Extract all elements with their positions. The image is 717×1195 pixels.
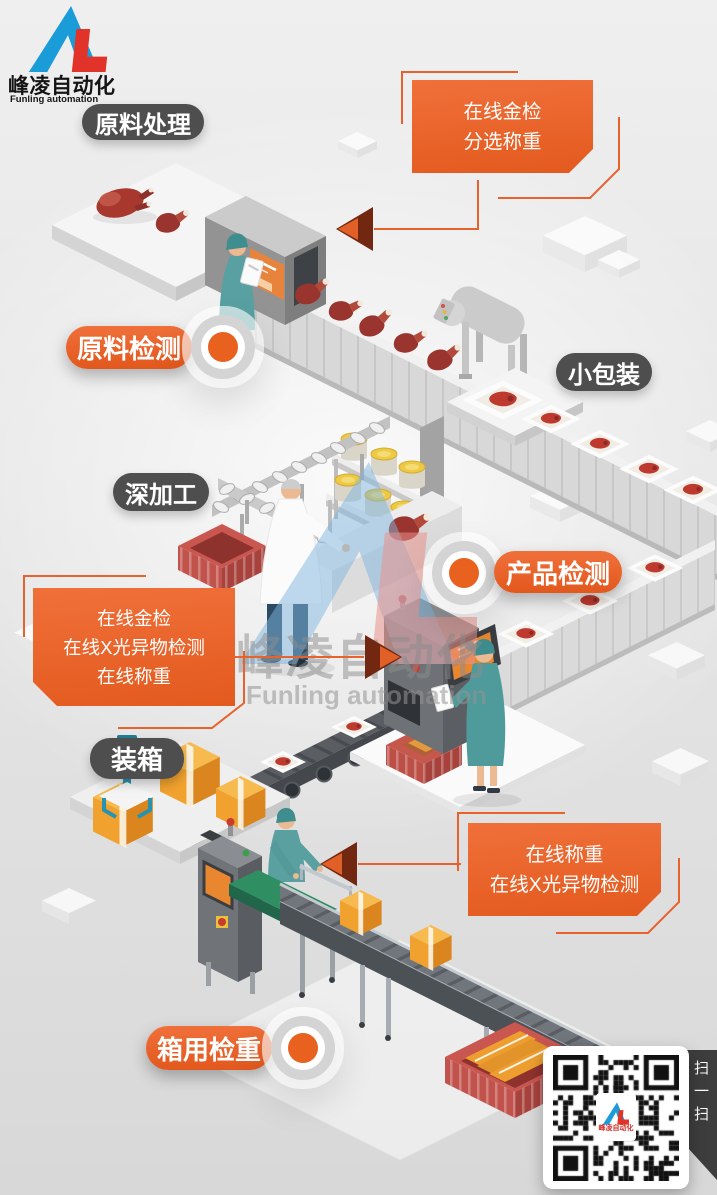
watermark-text-cn: 峰凌自动化 <box>236 632 487 685</box>
case-checkweigher <box>198 818 353 998</box>
label-raw-inspection: 原料检测 <box>66 326 193 369</box>
cardboard-box <box>340 890 382 936</box>
target-marker-raw <box>208 332 238 362</box>
qr-logo-text: 峰凌自动化 <box>598 1124 634 1132</box>
packer-worker <box>268 807 323 882</box>
callout-line: 在线金检 <box>96 607 171 629</box>
orange-crate <box>386 726 462 784</box>
label-boxing: 装箱 <box>90 738 185 779</box>
target-marker-case <box>288 1033 318 1063</box>
qr-center-logo: 峰凌自动化 <box>596 1093 636 1141</box>
label-raw-processing: 原料处理 <box>82 104 204 140</box>
callout-line: 在线金检 <box>463 100 542 123</box>
floor-tile <box>350 690 585 815</box>
callout-line: 在线X光异物检测 <box>489 873 640 896</box>
callout-line: 分选称重 <box>463 130 542 153</box>
brand-name-en: Funling automation <box>10 94 99 105</box>
label-product-inspection: 产品检测 <box>494 551 623 593</box>
callout-line: 在线X光异物检测 <box>63 636 205 658</box>
brand-logo-icon <box>28 6 108 72</box>
callout-inline-inspection: 在线金检 在线X光异物检测 在线称重 <box>33 588 235 706</box>
arrow-left2-icon <box>320 842 357 886</box>
label-case-checkweigh: 箱用检重 <box>146 1026 273 1070</box>
raw-material-platform <box>52 163 300 301</box>
raw-chicken <box>96 187 154 218</box>
callout-weighing-xray: 在线称重 在线X光异物检测 <box>468 823 661 916</box>
callout-metal-detection-sorting: 在线金检 分选称重 <box>412 80 593 173</box>
work-table <box>302 491 462 613</box>
inspector-worker <box>219 233 264 330</box>
brand-name-cn: 峰凌自动化 <box>8 75 116 98</box>
cardboard-box <box>216 776 266 831</box>
watermark-logo-icon <box>242 462 477 664</box>
operator-worker <box>431 638 521 807</box>
metal-detector <box>205 196 326 325</box>
main-conveyor <box>230 262 717 580</box>
label-deep-processing: 深加工 <box>113 473 209 511</box>
product-inspection-machine <box>384 595 501 754</box>
ham-piece <box>153 208 193 235</box>
cardboard-box <box>93 782 153 849</box>
conveyor-meat-pieces <box>292 276 466 374</box>
watermark-text-en: Funling automation <box>246 680 488 710</box>
qr-card: 峰凌自动化 <box>543 1046 689 1189</box>
drum-shelf <box>326 416 444 556</box>
scan-label: 扫一扫 <box>692 1060 709 1129</box>
outfeed-conveyor <box>178 696 412 847</box>
callout-line: 在线称重 <box>96 665 171 687</box>
deco-cubes <box>14 132 717 924</box>
roller-conveyor <box>212 416 390 554</box>
checkweigher-screen <box>202 859 234 911</box>
connector-top <box>374 180 479 230</box>
target-marker-product <box>449 558 479 588</box>
arrow-left-icon <box>336 207 373 251</box>
red-crate <box>178 524 266 592</box>
arrow-right-icon <box>365 635 402 679</box>
callout-line: 在线称重 <box>525 843 604 866</box>
packed-trays <box>521 404 717 505</box>
lab-worker <box>255 479 350 676</box>
meat-tray <box>462 380 544 420</box>
cardboard-box <box>410 925 452 971</box>
label-small-packaging: 小包装 <box>556 353 652 391</box>
pick-robot <box>433 286 527 402</box>
qr-logo-icon <box>603 1101 629 1125</box>
